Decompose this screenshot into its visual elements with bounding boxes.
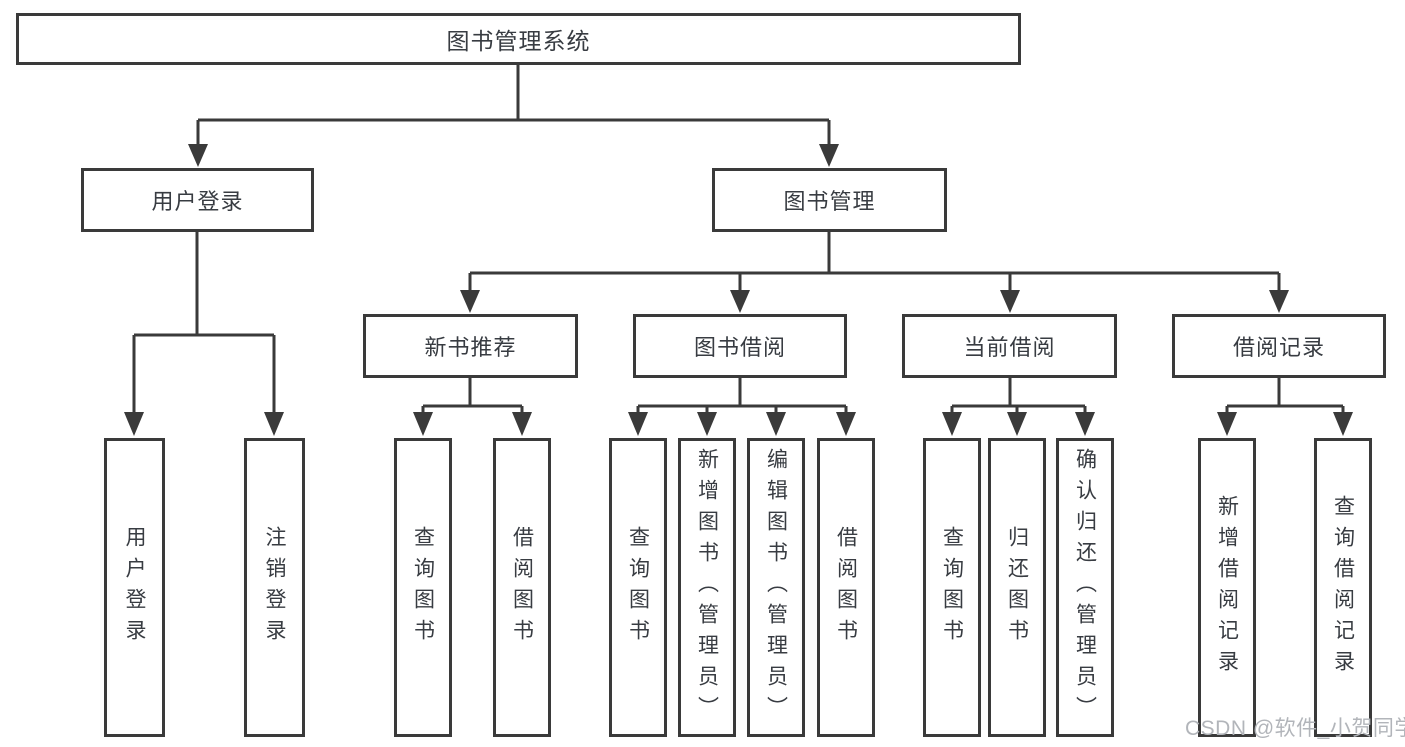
node-label: 查询图书 [626, 525, 650, 650]
leaf-current-confirm-return-admin: 确认归还（管理员） [1056, 438, 1114, 737]
node-label: 查询图书 [411, 525, 435, 650]
node-label: 注销登录 [263, 525, 286, 650]
node-book-borrow: 图书借阅 [633, 314, 847, 378]
connector-root-to-level2 [188, 65, 839, 167]
node-label: 用户登录 [123, 525, 146, 650]
leaf-borrow-add-books-admin: 新增图书（管理员） [678, 438, 736, 737]
node-book-management: 图书管理 [712, 168, 947, 232]
node-current-borrow: 当前借阅 [902, 314, 1117, 378]
leaf-recommend-borrow-books: 借阅图书 [493, 438, 551, 737]
node-label: 查询借阅记录 [1331, 494, 1355, 681]
leaf-borrow-borrow-books: 借阅图书 [817, 438, 875, 737]
connector-current-borrow-to-leaves [942, 378, 1095, 436]
connector-book-borrow-to-leaves [628, 378, 856, 436]
leaf-records-add-record: 新增借阅记录 [1198, 438, 1256, 737]
node-label: 归还图书 [1005, 525, 1029, 650]
node-borrow-records: 借阅记录 [1172, 314, 1386, 378]
connector-book-management-to-level3 [460, 232, 1289, 313]
node-label: 新增图书（管理员） [695, 448, 719, 727]
csdn-watermark: CSDN @软件_小贺同学 [1185, 717, 1405, 740]
leaf-user-login: 用户登录 [104, 438, 165, 737]
node-new-book-recommend: 新书推荐 [363, 314, 578, 378]
node-label: 用户登录 [151, 189, 244, 214]
leaf-current-query-books: 查询图书 [923, 438, 981, 737]
node-label: 借阅图书 [834, 525, 858, 650]
connector-new-book-recommend-to-leaves [413, 378, 532, 436]
connector-user-login-to-leaves [124, 232, 284, 436]
node-label: 借阅图书 [510, 525, 534, 650]
node-root-library-management-system: 图书管理系统 [16, 13, 1021, 65]
node-label: 确认归还（管理员） [1073, 448, 1097, 727]
leaf-recommend-query-books: 查询图书 [394, 438, 452, 737]
leaf-current-return-books: 归还图书 [988, 438, 1046, 737]
node-label: 图书管理系统 [446, 28, 591, 54]
node-label: 图书管理 [783, 189, 876, 214]
leaf-borrow-query-books: 查询图书 [609, 438, 667, 737]
node-label: 新书推荐 [424, 335, 517, 360]
node-label: 当前借阅 [963, 335, 1056, 360]
leaf-logout: 注销登录 [244, 438, 305, 737]
node-label: 新增借阅记录 [1215, 494, 1239, 681]
leaf-records-query-record: 查询借阅记录 [1314, 438, 1372, 737]
node-user-login: 用户登录 [81, 168, 314, 232]
node-label: 编辑图书（管理员） [764, 448, 788, 727]
node-label: 借阅记录 [1232, 335, 1325, 360]
connector-borrow-records-to-leaves [1217, 378, 1353, 436]
node-label: 查询图书 [940, 525, 964, 650]
leaf-borrow-edit-books-admin: 编辑图书（管理员） [747, 438, 805, 737]
node-label: 图书借阅 [693, 335, 786, 360]
